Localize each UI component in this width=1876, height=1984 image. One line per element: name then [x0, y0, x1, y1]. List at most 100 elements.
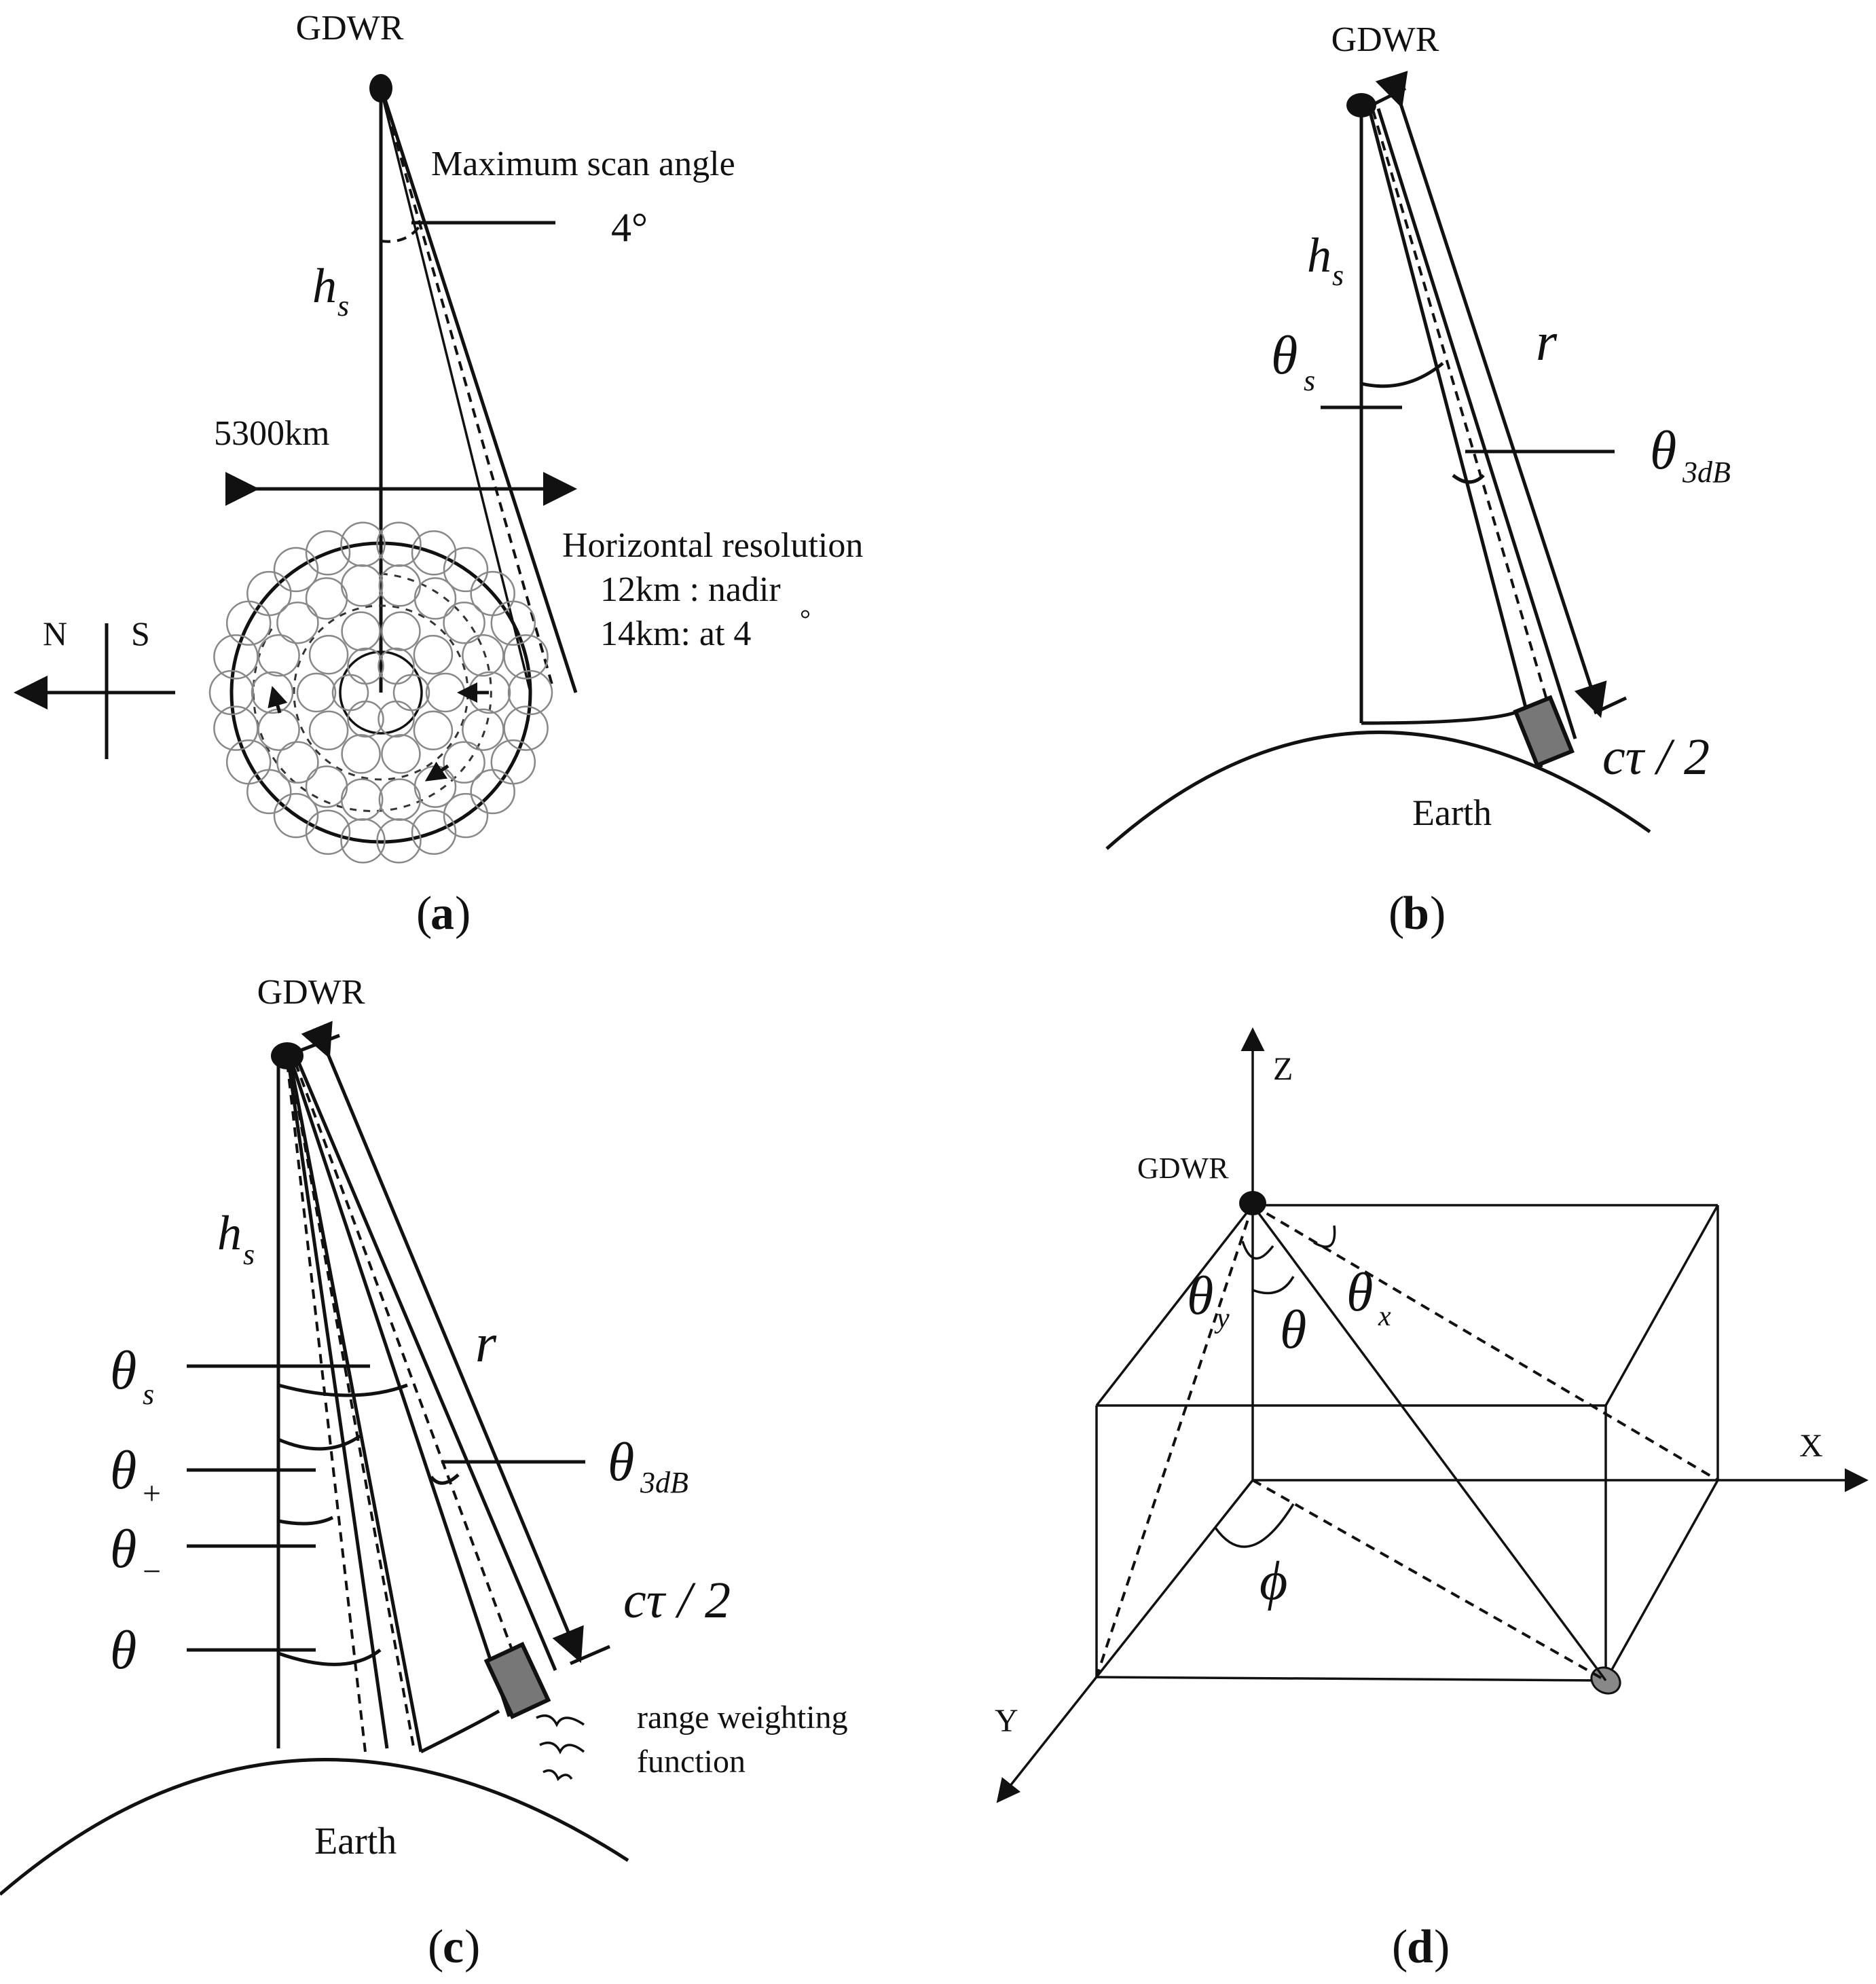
panel-d-axis-y-label: Y: [995, 1703, 1018, 1739]
panel-d-phi-symbol: ϕ: [1259, 1551, 1287, 1611]
panel-c-earth-label: Earth: [314, 1820, 397, 1862]
footprint-circle: [443, 547, 489, 593]
footprint-circle: [381, 734, 421, 774]
footprint-circle: [276, 741, 319, 784]
panel-b-range-arrow: [1375, 71, 1607, 718]
footprint-circle: [341, 611, 381, 651]
footprint-circle: [305, 577, 348, 620]
footprint-circle: [378, 700, 415, 738]
panel-a-height-symbol: h: [312, 259, 337, 313]
panel-d-dash-to-x: [1251, 1204, 1719, 1482]
panel-a-swath-label: 5300km: [214, 414, 329, 453]
footprint-circle: [347, 647, 384, 685]
panel-a-compass-n: N: [43, 614, 67, 653]
panel-d-caption-letter: d: [1407, 1921, 1433, 1973]
panel-c-range-symbol: r: [475, 1314, 497, 1374]
footprint-circle: [443, 792, 489, 839]
panel-d-caption-close: ): [1434, 1921, 1450, 1973]
footprint-circle: [411, 809, 457, 855]
panel-b-pulse-length: cτ / 2: [1602, 729, 1710, 786]
panel-d-box-edge-top-left: [1095, 1204, 1254, 1407]
panel-d-theta-y-symbol: θ: [1187, 1266, 1213, 1326]
panel-b-footprint-curve: [1361, 711, 1515, 725]
panel-c-footprint-curve: [420, 1709, 500, 1754]
panel-d-dash-ground: [1252, 1479, 1606, 1682]
footprint-circle: [296, 672, 337, 713]
panel-c-theta-plus-arc: [278, 1434, 361, 1451]
footprint-circle: [413, 577, 457, 620]
footprint-circle: [213, 705, 259, 751]
panel-b-range-symbol: r: [1536, 312, 1558, 372]
panel-b-caption: ( b ): [1388, 887, 1446, 940]
footprint-circle: [425, 672, 466, 713]
panel-a-ring-outer: [229, 541, 532, 844]
panel-b-beam-center: [1372, 109, 1563, 751]
panel-c-theta-plus-subscript: +: [143, 1475, 161, 1511]
footprint-circle: [273, 792, 319, 839]
panel-c-beamwidth-arc: [430, 1473, 460, 1485]
panel-b-height-subscript: s: [1332, 259, 1344, 292]
panel-d-phi-arc: [1214, 1503, 1295, 1548]
footprint-circle: [413, 710, 454, 751]
panel-b-earth-label: Earth: [1412, 792, 1492, 833]
panel-b-beam-edge-left: [1368, 111, 1543, 768]
panel-c-rwf-line2: function: [637, 1744, 746, 1780]
panel-a-res-nadir: 12km : nadir: [600, 570, 781, 609]
footprint-circle: [308, 634, 349, 675]
footprint-circle: [257, 634, 300, 677]
panel-a: GDWR Maximum scan angle 4° h s 5300km Ho…: [14, 9, 863, 940]
footprint-circle: [378, 564, 422, 607]
panel-c-range-arrow: [301, 1021, 584, 1664]
footprint-circle: [378, 778, 422, 821]
panel-d-theta-symbol: θ: [1280, 1300, 1306, 1360]
footprint-circle: [257, 708, 300, 751]
panel-b-caption-letter: b: [1403, 887, 1429, 940]
panel-c-caption: ( c ): [428, 1921, 480, 1973]
panel-a-footprint-circles: [208, 521, 553, 864]
panel-a-caption-close: ): [455, 887, 471, 940]
footprint-circle: [308, 710, 349, 751]
footprint-circle: [503, 634, 549, 680]
footprint-circle: [411, 530, 457, 576]
panel-a-res-title: Horizontal resolution: [562, 526, 863, 565]
panel-c-beamwidth-symbol: θ: [608, 1433, 634, 1492]
panel-c-caption-open: (: [428, 1921, 443, 1973]
footprint-circle: [413, 765, 457, 808]
footprint-circle: [340, 778, 384, 821]
panel-c-theta-s-subscript: s: [143, 1378, 154, 1411]
panel-d-box: [1095, 1204, 1719, 1682]
panel-b-earth-surface: [1105, 731, 1651, 850]
panel-a-beam-center: [382, 94, 555, 690]
panel-d-dash-to-y: [1095, 1205, 1254, 1678]
panel-b-beamwidth-arc: [1452, 473, 1485, 484]
panel-d-radar-label: GDWR: [1137, 1152, 1229, 1185]
panel-d-theta-arc: [1252, 1276, 1295, 1295]
footprint-circle: [341, 734, 381, 774]
panel-a-beam-edge-inner: [381, 94, 531, 690]
panel-a-caption-letter: a: [430, 887, 454, 940]
panel-a-caption: ( a ): [416, 887, 471, 940]
panel-c-pulse-length: cτ / 2: [623, 1572, 731, 1629]
panel-d-radar-icon: [1239, 1191, 1266, 1215]
panel-a-scan-label: Maximum scan angle: [431, 145, 735, 183]
footprint-circle: [305, 809, 351, 855]
panel-a-res-edge-degree: °: [800, 604, 811, 634]
footprint-circle: [213, 634, 259, 680]
footprint-circle: [443, 601, 485, 644]
panel-b-range-tick-bottom: [1593, 696, 1627, 715]
panel-d-axis-x-label: X: [1799, 1428, 1823, 1464]
panel-c-beam-center: [294, 1062, 531, 1698]
panel-d-theta-x-arc: [1313, 1225, 1336, 1248]
footprint-circle: [413, 634, 454, 675]
panel-c-theta-plus-symbol: θ: [110, 1441, 136, 1501]
panel-a-caption-open: (: [416, 887, 432, 940]
panel-c-beamwidth-subscript: 3dB: [640, 1466, 688, 1499]
footprint-circle: [331, 674, 369, 712]
panel-b-caption-close: ): [1430, 887, 1446, 940]
panel-c-height-symbol: h: [217, 1206, 242, 1260]
panel-c-range-weighting-curves: [536, 1714, 585, 1782]
panel-c-range-tick-bottom: [570, 1645, 610, 1666]
panel-b-beam-edge-right: [1376, 108, 1577, 739]
panel-b-radar-label: GDWR: [1331, 20, 1439, 59]
